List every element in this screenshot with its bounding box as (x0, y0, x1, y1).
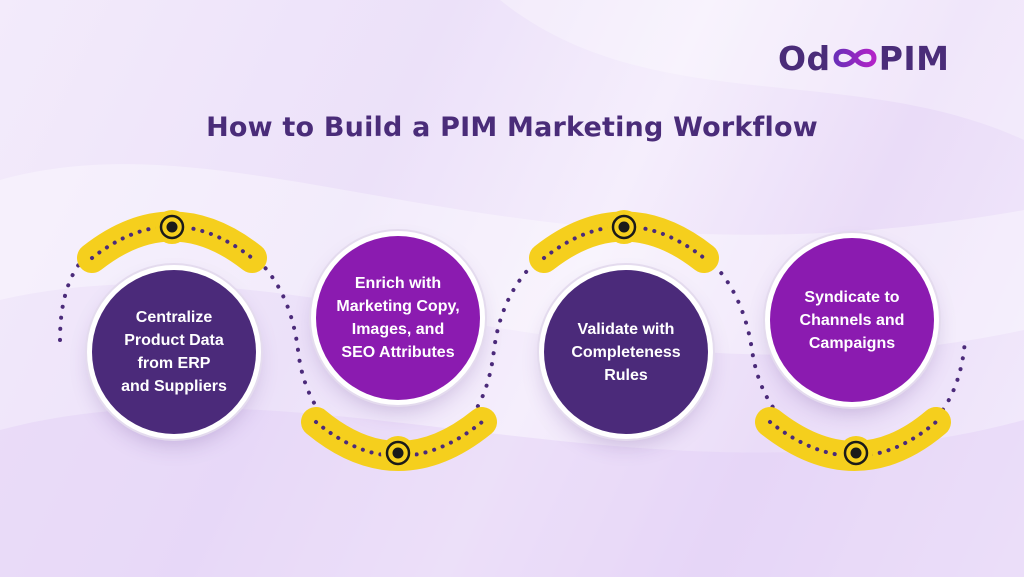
step-label-4: Syndicate to Channels and Campaigns (799, 288, 905, 352)
step-circle-4: Syndicate to Channels and Campaigns (770, 238, 934, 402)
target-node-icon (839, 436, 873, 470)
step-circle-3: Validate with Completeness Rules (544, 270, 708, 434)
target-node-icon (381, 436, 415, 470)
target-node-icon (155, 210, 189, 244)
step-label-1: Centralize Product Data from ERP and Sup… (121, 309, 227, 395)
step-label-3: Validate with Completeness Rules (571, 320, 681, 384)
target-node-icon (607, 210, 641, 244)
step-circle-1: Centralize Product Data from ERP and Sup… (92, 270, 256, 434)
logo-text-right: PIM (878, 38, 950, 78)
brand-logo: Od PIM (778, 36, 978, 80)
step-circle-2: Enrich with Marketing Copy, Images, and … (316, 236, 480, 400)
page-title: How to Build a PIM Marketing Workflow (206, 112, 818, 143)
step-label-2: Enrich with Marketing Copy, Images, and … (336, 275, 460, 361)
logo-text-left: Od (778, 38, 831, 78)
infinity-icon (833, 48, 877, 68)
